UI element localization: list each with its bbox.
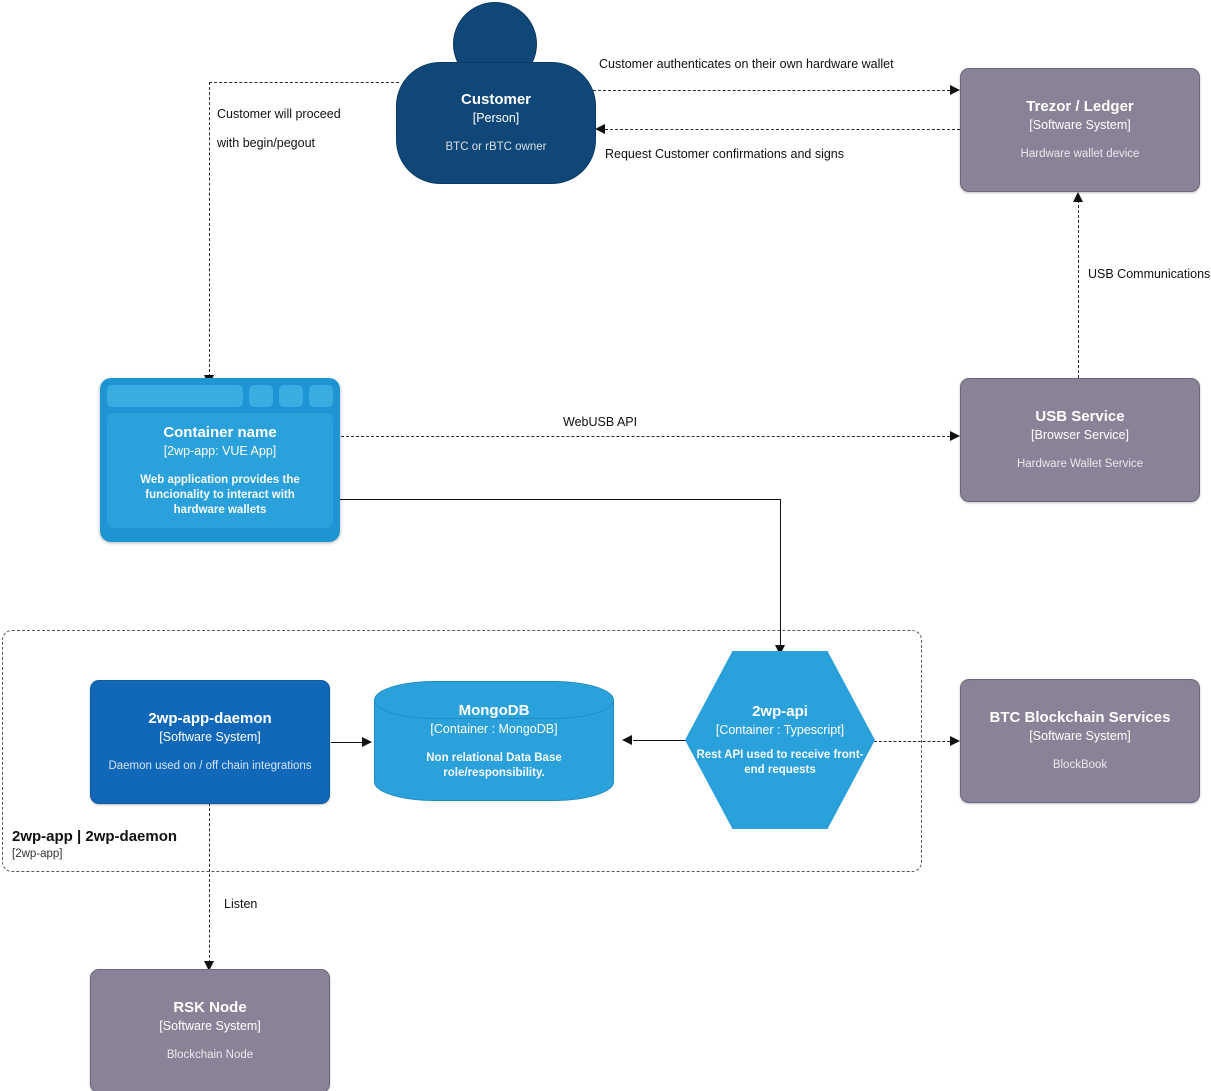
node-trezor-ledger[interactable]: Trezor / Ledger [Software System] Hardwa… [960, 68, 1200, 192]
node-usb-service-desc: Hardware Wallet Service [1016, 458, 1144, 470]
edge-trezor-to-customer-arrowhead [595, 123, 605, 134]
system-boundary-title: 2wp-app | 2wp-daemon [12, 828, 178, 845]
edge-daemon-to-mongodb-arrowhead [362, 736, 372, 747]
node-2wp-app-daemon[interactable]: 2wp-app-daemon [Software System] Daemon … [90, 680, 330, 804]
edge-customer-to-app-label-line1: Customer will proceed [217, 107, 341, 121]
edge-trezor-to-customer [605, 129, 960, 130]
node-2wp-api-title: 2wp-api [752, 702, 808, 720]
node-mongodb[interactable]: MongoDB [Container : MongoDB] Non relati… [374, 681, 614, 801]
node-btc-blockchain-services-desc: BlockBook [1052, 759, 1108, 771]
node-mongodb-label: MongoDB [Container : MongoDB] Non relati… [374, 681, 614, 801]
node-container-name-title: Container name [163, 423, 277, 441]
node-mongodb-title: MongoDB [458, 701, 530, 719]
edge-api-to-btc-services-arrowhead [950, 735, 960, 746]
node-btc-blockchain-services[interactable]: BTC Blockchain Services [Software System… [960, 679, 1200, 803]
cylinder-top [374, 681, 614, 719]
edge-usb-service-to-trezor [1078, 200, 1079, 378]
edge-api-to-mongodb-arrowhead [622, 734, 632, 745]
node-2wp-app-daemon-desc: Daemon used on / off chain integrations [108, 760, 312, 772]
edge-usb-service-to-trezor-label: USB Communications [1088, 267, 1211, 281]
browser-content-pane: Container name [2wp-app: VUE App] Web ap… [107, 413, 333, 528]
node-customer-title: Customer [460, 91, 531, 108]
edge-app-to-usb-service-label: WebUSB API [563, 415, 638, 429]
node-2wp-app-daemon-tech: [Software System] [159, 730, 261, 744]
node-rsk-node-tech: [Software System] [159, 1019, 261, 1033]
node-usb-service-tech: [Browser Service] [1031, 428, 1129, 442]
node-mongodb-tech: [Container : MongoDB] [430, 721, 558, 736]
node-2wp-api-label: 2wp-api [Container : Typescript] Rest AP… [685, 651, 875, 829]
browser-url-bar[interactable] [107, 385, 243, 407]
edge-app-to-api-arrowhead [774, 645, 785, 655]
edge-customer-to-trezor [593, 90, 950, 91]
edge-app-to-api-horizontal [340, 499, 780, 500]
node-2wp-api-desc: Rest API used to receive front-end reque… [696, 748, 864, 776]
node-customer-tech: [Person] [472, 111, 520, 125]
edge-app-to-usb-service-arrowhead [950, 430, 960, 441]
node-rsk-node-title: RSK Node [173, 999, 247, 1016]
browser-minimize-button[interactable] [249, 385, 273, 407]
browser-maximize-button[interactable] [279, 385, 303, 407]
node-mongodb-desc: Non relational Data Base role/responsibi… [426, 751, 562, 779]
edge-api-to-mongodb [633, 740, 717, 741]
node-rsk-node-desc: Blockchain Node [166, 1049, 254, 1061]
edge-trezor-to-customer-label: Request Customer confirmations and signs [605, 147, 845, 161]
node-usb-service[interactable]: USB Service [Browser Service] Hardware W… [960, 378, 1200, 502]
node-container-name-tech: [2wp-app: VUE App] [163, 443, 277, 458]
edge-customer-to-app-horizontal [209, 82, 399, 83]
edge-usb-service-to-trezor-arrowhead [1072, 192, 1083, 202]
edge-app-to-api-vertical [780, 499, 781, 647]
node-trezor-ledger-tech: [Software System] [1029, 118, 1131, 132]
edge-app-to-usb-service [341, 436, 950, 437]
edge-daemon-to-rsk [209, 803, 210, 963]
node-btc-blockchain-services-title: BTC Blockchain Services [989, 709, 1171, 726]
browser-close-button[interactable] [309, 385, 333, 407]
system-boundary-2wp-app [2, 630, 922, 872]
node-2wp-api-tech: [Container : Typescript] [715, 722, 845, 737]
node-2wp-app-daemon-title: 2wp-app-daemon [148, 710, 272, 727]
edge-daemon-to-rsk-arrowhead [203, 961, 214, 971]
node-trezor-ledger-title: Trezor / Ledger [1026, 98, 1134, 115]
edge-customer-to-app-vertical [209, 82, 210, 377]
node-2wp-api[interactable]: 2wp-api [Container : Typescript] Rest AP… [685, 651, 875, 829]
node-trezor-ledger-desc: Hardware wallet device [1020, 148, 1140, 160]
node-btc-blockchain-services-tech: [Software System] [1029, 729, 1131, 743]
node-rsk-node[interactable]: RSK Node [Software System] Blockchain No… [90, 969, 330, 1091]
node-container-name[interactable]: Container name [2wp-app: VUE App] Web ap… [100, 378, 340, 542]
edge-api-to-btc-services [874, 741, 950, 742]
edge-customer-to-app-label-line2: with begin/pegout [217, 136, 315, 150]
browser-title-bar [107, 385, 333, 407]
node-usb-service-title: USB Service [1035, 408, 1125, 425]
edge-customer-to-trezor-arrowhead [950, 84, 960, 95]
edge-customer-to-trezor-label: Customer authenticates on their own hard… [599, 57, 894, 71]
node-customer[interactable]: Customer [Person] BTC or rBTC owner [396, 2, 596, 184]
node-container-name-desc: Web application provides the funcionalit… [140, 473, 300, 516]
hexagon-shape [685, 651, 875, 829]
node-customer-desc: BTC or rBTC owner [445, 141, 547, 153]
system-boundary-tech: [2wp-app] [12, 848, 63, 860]
person-body: Customer [Person] BTC or rBTC owner [396, 62, 596, 184]
edge-daemon-to-mongodb [331, 742, 363, 743]
edge-daemon-to-rsk-label: Listen [224, 897, 258, 911]
